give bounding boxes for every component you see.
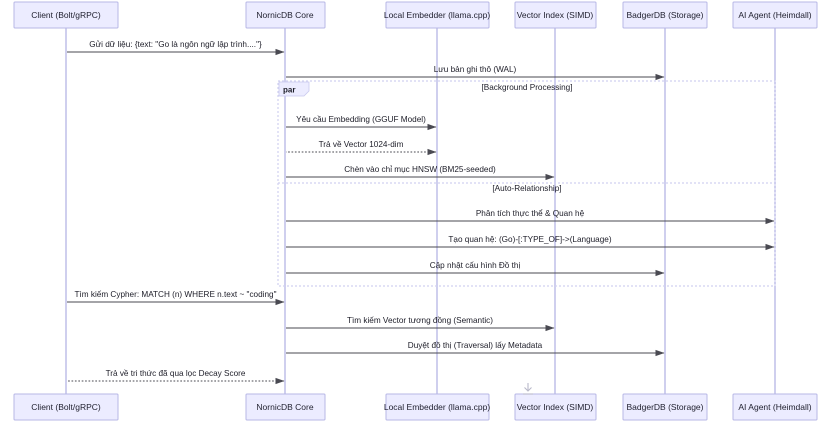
participant-box-embedder-top[interactable] [385, 1, 490, 29]
message-label-m6: Phân tích thực thể & Quan hệ [476, 208, 585, 218]
participant-label-vector-bottom: Vector Index (SIMD) [517, 402, 594, 412]
participant-box-core-top[interactable] [245, 1, 326, 29]
participant-box-agent-bottom[interactable] [732, 393, 818, 421]
message-label-m4: Trả về Vector 1024-dim [319, 140, 404, 149]
message-label-m2: Lưu bản ghi thô (WAL) [434, 65, 517, 74]
message-label-m11: Duyệt đồ thị (Traversal) lấy Metadata [408, 341, 543, 350]
participant-box-client-bottom[interactable] [13, 393, 119, 421]
participant-box-badger-top[interactable] [622, 1, 708, 29]
participant-label-core-bottom: NornicDB Core [256, 402, 313, 412]
message-label-m12: Trả về tri thức đã qua lọc Decay Score [106, 369, 246, 378]
participant-label-core-top: NornicDB Core [256, 10, 313, 20]
participant-box-client-top[interactable] [13, 1, 119, 29]
download-arrow-head [524, 387, 532, 392]
participant-box-vector-bottom[interactable] [514, 393, 597, 421]
message-label-m1: Gửi dữ liệu: {text: "Go là ngôn ngữ lập … [89, 40, 262, 49]
participant-label-badger-top: BadgerDB (Storage) [626, 10, 703, 20]
participant-label-client-top: Client (Bolt/gRPC) [31, 10, 101, 20]
message-label-m3: Yêu cầu Embedding (GGUF Model) [296, 115, 426, 124]
participant-label-client-bottom: Client (Bolt/gRPC) [31, 402, 101, 412]
fragment-title-1: [Auto-Relationship] [492, 184, 561, 193]
participant-box-core-bottom[interactable] [245, 393, 326, 421]
message-label-m10: Tìm kiếm Vector tương đồng (Semantic) [347, 316, 493, 325]
messages-group: Gửi dữ liệu: {text: "Go là ngôn ngữ lập … [67, 40, 775, 385]
fragment-tab-shape [278, 81, 310, 97]
fragment-tab-label: par [283, 86, 295, 95]
participant-box-embedder-bottom[interactable] [385, 393, 490, 421]
participant-label-vector-top: Vector Index (SIMD) [517, 10, 594, 20]
download-icon [523, 383, 533, 395]
participant-box-badger-bottom[interactable] [622, 393, 708, 421]
participant-label-embedder-bottom: Local Embedder (llama.cpp) [384, 402, 490, 412]
actors-bottom-group: Client (Bolt/gRPC) NornicDB Core Local Emb… [13, 393, 818, 421]
message-label-m8: Cập nhật cấu hình Đồ thị [430, 261, 521, 270]
message-label-m5: Chèn vào chỉ mục HNSW (BM25-seeded) [344, 165, 496, 174]
message-label-m9: Tìm kiếm Cypher: MATCH (n) WHERE n.text … [75, 290, 277, 299]
participant-label-badger-bottom: BadgerDB (Storage) [626, 402, 703, 412]
fragments-group: [Background Processing] [Auto-Relationshi… [277, 80, 776, 287]
participant-box-agent-top[interactable] [732, 1, 818, 29]
message-label-m7: Tạo quan hệ: (Go)-[:TYPE_OF]->(Language) [448, 235, 611, 244]
participant-label-agent-bottom: AI Agent (Heimdall) [738, 402, 811, 412]
participant-label-embedder-top: Local Embedder (llama.cpp) [384, 10, 490, 20]
participant-label-agent-top: AI Agent (Heimdall) [738, 10, 811, 20]
participant-box-vector-top[interactable] [514, 1, 597, 29]
fragment-title-0: [Background Processing] [481, 83, 572, 92]
lifelines-group [65, 28, 776, 394]
actors-top-group: Client (Bolt/gRPC) NornicDB Core Local Emb… [13, 1, 818, 29]
